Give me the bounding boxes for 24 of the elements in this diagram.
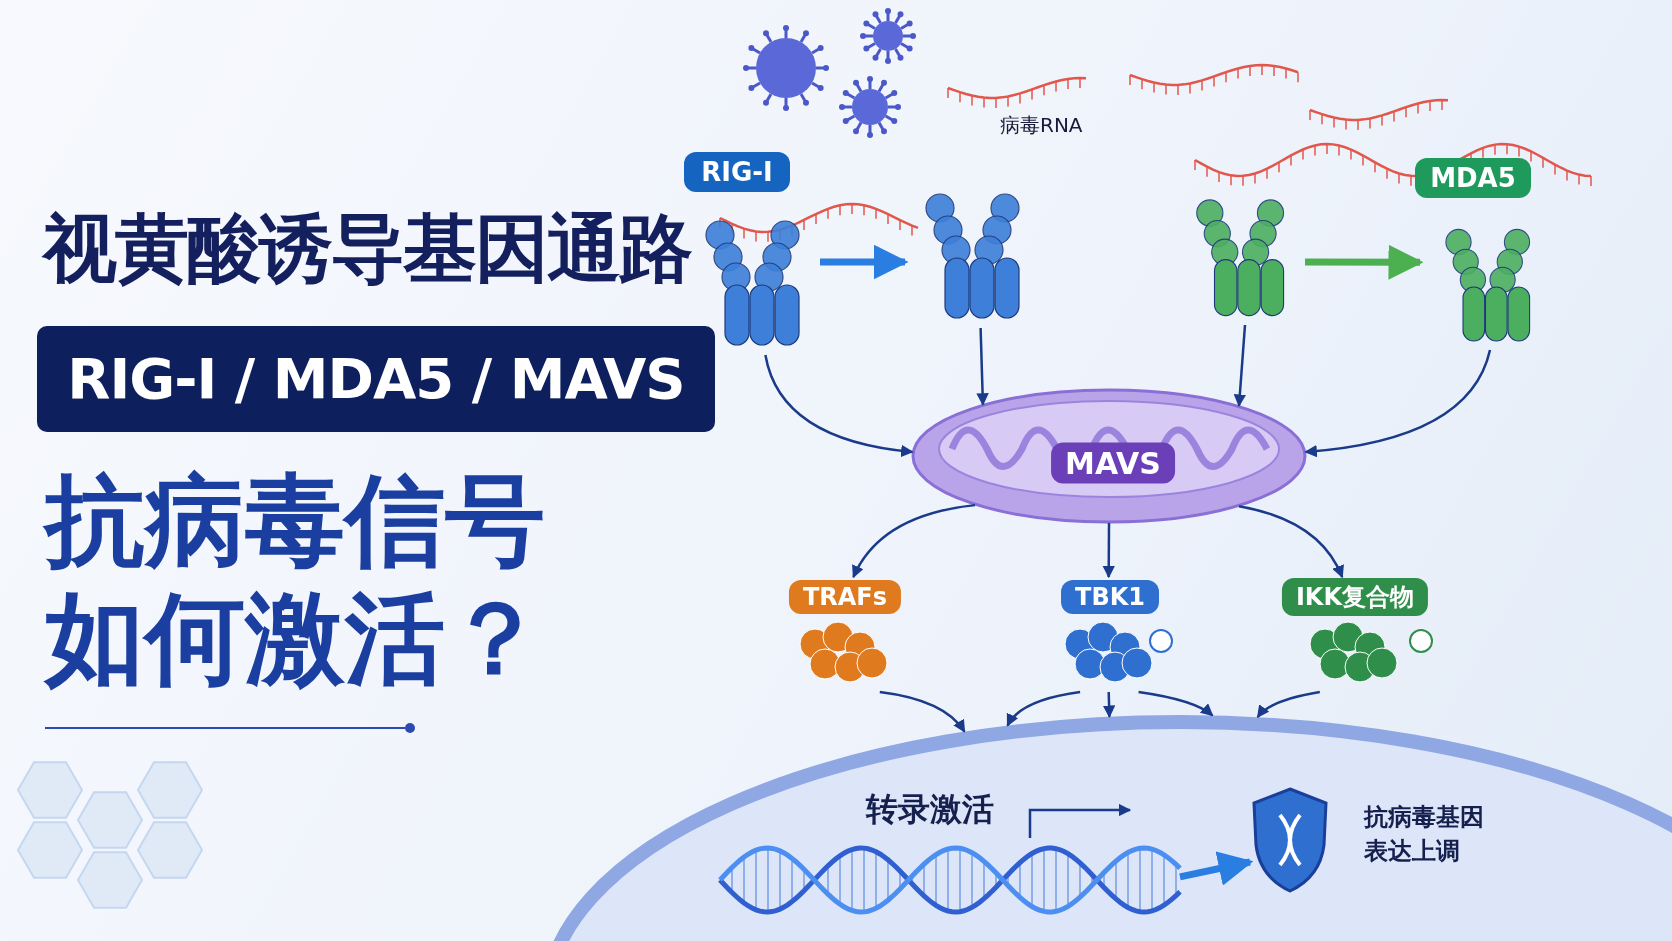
arrow <box>1006 690 1081 727</box>
arrow <box>1102 691 1116 718</box>
arrow <box>764 354 914 457</box>
process-label: 转录激活 <box>866 789 994 830</box>
arrow <box>1138 690 1214 717</box>
protein-label: RIG-I <box>684 152 790 192</box>
arrow <box>1102 523 1115 579</box>
protein-label: IKK复合物 <box>1281 578 1429 616</box>
rna-label: 病毒RNA <box>1000 112 1083 139</box>
arrow <box>1179 851 1254 886</box>
arrow <box>1304 349 1492 458</box>
arrow <box>976 327 989 406</box>
protein-label: TRAFs <box>788 580 902 614</box>
arrow <box>1256 690 1320 719</box>
protein-label: TBK1 <box>1061 580 1159 614</box>
arrow <box>852 503 976 579</box>
arrow <box>1238 505 1344 579</box>
subtitle-banner: RIG-I / MDA5 / MAVS <box>37 326 715 432</box>
caption-text: 抗病毒基因表达上调 <box>1364 802 1485 867</box>
protein-label: MAVS <box>1051 442 1175 484</box>
protein-label: MDA5 <box>1415 158 1531 198</box>
arrow <box>879 690 966 733</box>
arrow <box>1233 324 1247 407</box>
title-text: 视黄酸诱导基因通路 <box>43 204 691 293</box>
